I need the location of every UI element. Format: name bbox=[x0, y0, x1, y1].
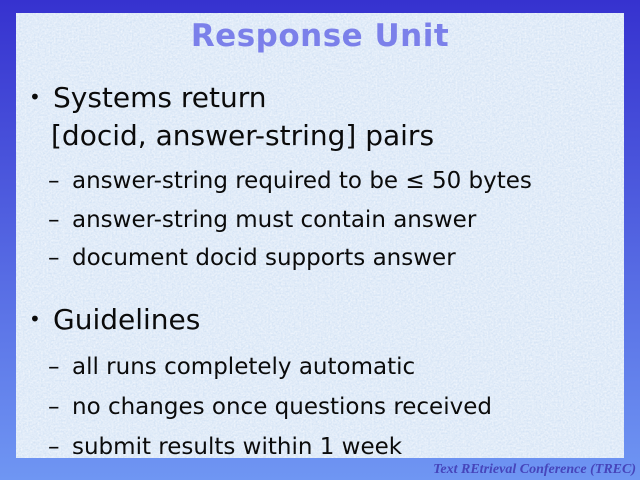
bullet-dot: • bbox=[29, 307, 41, 331]
sub-bullet-text: submit results within 1 week bbox=[72, 434, 403, 458]
sub-bullet-text: answer-string required to be ≤ 50 bytes bbox=[72, 168, 532, 194]
sub-bullet-text: document docid supports answer bbox=[72, 245, 456, 271]
sub-bullet-text: answer-string must contain answer bbox=[72, 207, 477, 233]
dash-marker: – bbox=[48, 168, 60, 194]
bullet-text-wrapped: [docid, answer-string] pairs bbox=[51, 119, 435, 152]
footer-credit: Text REtrieval Conference (TREC) bbox=[433, 462, 636, 477]
slide-title: Response Unit bbox=[190, 18, 450, 54]
bullet-text: Guidelines bbox=[53, 303, 201, 336]
sub-bullet-item: –all runs completely automatic bbox=[48, 354, 415, 380]
dash-marker: – bbox=[48, 394, 60, 420]
sub-bullet-item: –answer-string required to be ≤ 50 bytes bbox=[48, 168, 532, 194]
sub-bullet-item: –submit results within 1 week bbox=[48, 434, 402, 458]
dash-marker: – bbox=[48, 245, 60, 271]
paper-texture bbox=[16, 13, 624, 458]
sub-bullet-text: all runs completely automatic bbox=[72, 354, 416, 380]
dash-marker: – bbox=[48, 207, 60, 233]
bullet-dot: • bbox=[29, 85, 41, 109]
bullet-item: • Systems return bbox=[29, 81, 267, 114]
sub-bullet-text: no changes once questions received bbox=[72, 394, 492, 420]
slide-content-area: Response Unit • Systems return [docid, an… bbox=[16, 13, 624, 458]
sub-bullet-item: –no changes once questions received bbox=[48, 394, 492, 420]
dash-marker: – bbox=[48, 434, 60, 458]
bullet-item: • Guidelines bbox=[29, 303, 200, 336]
dash-marker: – bbox=[48, 354, 60, 380]
sub-bullet-item: –document docid supports answer bbox=[48, 245, 456, 271]
bullet-text: Systems return bbox=[53, 81, 267, 114]
sub-bullet-item: –answer-string must contain answer bbox=[48, 207, 476, 233]
